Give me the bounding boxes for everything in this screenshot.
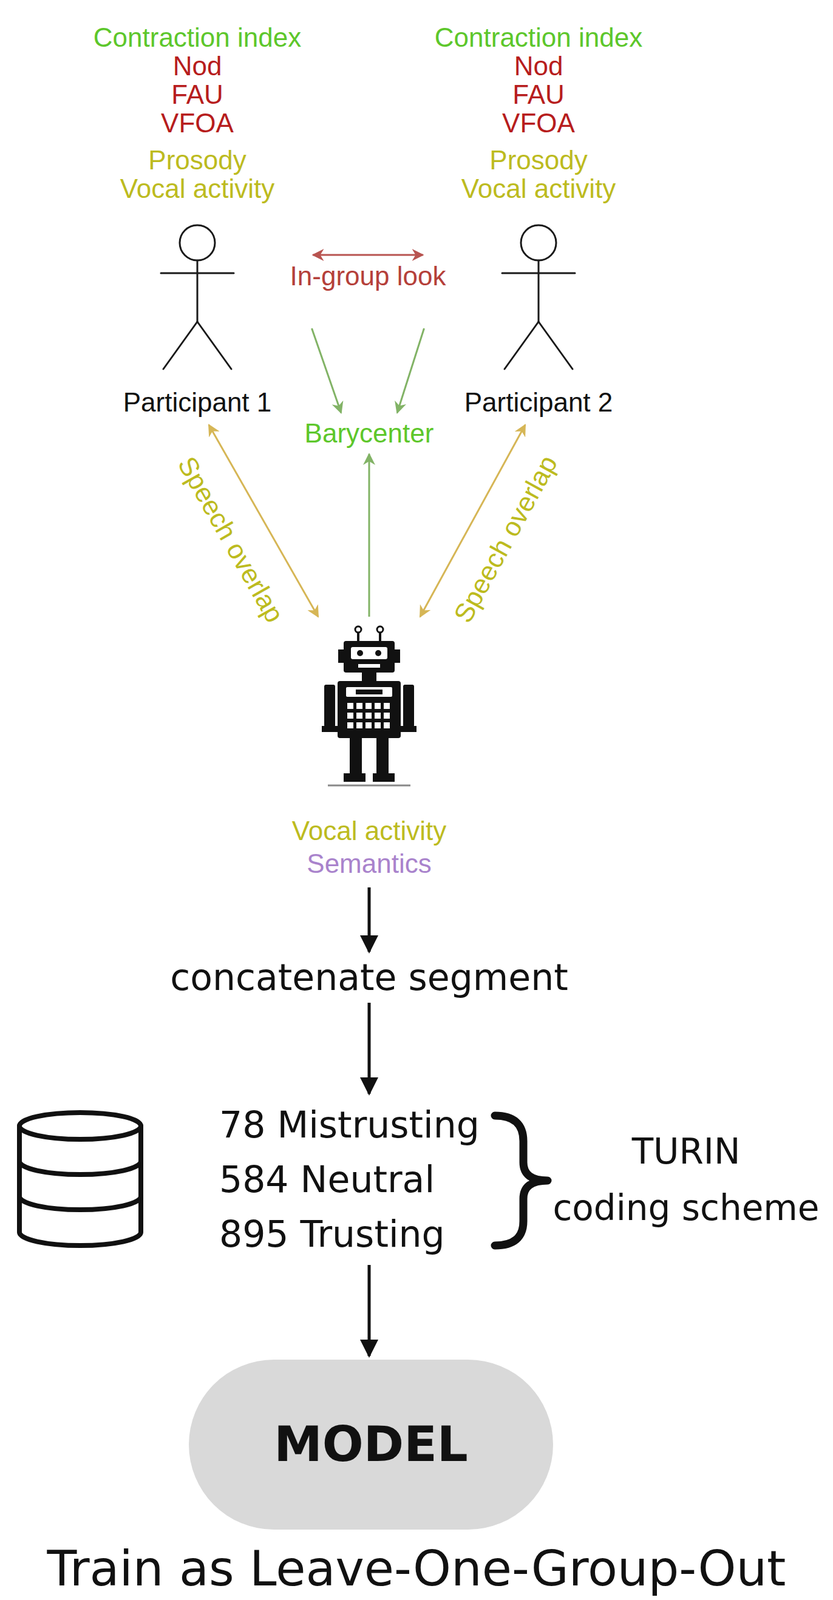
participant-name: Participant 1 bbox=[92, 387, 303, 417]
robot-arm bbox=[403, 684, 415, 728]
stick-figure-body bbox=[537, 260, 540, 322]
stick-figure-leg bbox=[197, 321, 232, 370]
robot-body bbox=[337, 681, 401, 739]
connector-arrow bbox=[367, 1003, 371, 1095]
stick-figure-leg bbox=[163, 321, 198, 370]
robot-arm bbox=[324, 684, 336, 728]
class-count: 78 Mistrusting bbox=[219, 1097, 481, 1153]
class-count: 584 Neutral bbox=[219, 1152, 481, 1207]
connector-arrow bbox=[397, 328, 424, 413]
class-count: 895 Trusting bbox=[219, 1207, 481, 1262]
edge-label: In-group look bbox=[290, 261, 447, 293]
robot-ear bbox=[338, 649, 345, 663]
stick-figure-body bbox=[196, 260, 199, 322]
stick-figure-arms bbox=[502, 272, 575, 275]
robot-screen bbox=[346, 687, 393, 697]
stick-figure-arms bbox=[160, 272, 234, 275]
footer-caption: Train as Leave-One-Group-Out bbox=[47, 1542, 787, 1597]
participant-name: Participant 2 bbox=[434, 387, 644, 417]
robot-button bbox=[365, 703, 372, 710]
robot-screen-bar bbox=[355, 689, 383, 695]
robot-button bbox=[356, 712, 363, 719]
robot-foot bbox=[372, 773, 395, 782]
database-body bbox=[19, 1126, 141, 1246]
scheme-label: TURIN bbox=[632, 1132, 741, 1172]
robot-neck bbox=[361, 672, 377, 682]
robot-button bbox=[383, 703, 390, 710]
participant-node: Contraction indexNodFAUVFOA ProsodyVocal … bbox=[88, 23, 308, 417]
robot-eye bbox=[375, 650, 382, 657]
process-step: concatenate segment bbox=[164, 955, 574, 1000]
robot-visor bbox=[350, 647, 388, 660]
robot-button bbox=[356, 722, 363, 729]
robot-button bbox=[347, 722, 354, 729]
feature-label: Prosody bbox=[92, 145, 303, 175]
connector-arrow bbox=[367, 1265, 371, 1357]
feature-label: Vocal activity bbox=[291, 814, 448, 848]
database-top bbox=[19, 1112, 141, 1140]
robot-button bbox=[374, 712, 381, 719]
stick-figure-head bbox=[179, 225, 215, 261]
robot-button bbox=[356, 703, 363, 710]
edge-label: Speech overlap bbox=[171, 451, 290, 628]
barycenter-label: Barycenter bbox=[304, 418, 435, 449]
robot-button bbox=[383, 722, 390, 729]
connector-arrow bbox=[313, 254, 424, 257]
barycenter-node: Barycenter bbox=[299, 418, 440, 449]
step-label: concatenate segment bbox=[169, 955, 569, 1000]
robot-eye bbox=[357, 650, 364, 657]
feature-label: VFOA bbox=[434, 108, 644, 138]
robot-node: Vocal activitySemantics bbox=[286, 625, 453, 881]
feature-label: FAU bbox=[434, 80, 644, 109]
robot-button bbox=[365, 712, 372, 719]
connector-arrow bbox=[367, 887, 371, 952]
robot-ear bbox=[394, 649, 401, 663]
robot-leg bbox=[349, 738, 362, 774]
feature-label: Nod bbox=[434, 51, 644, 81]
feature-label: Prosody bbox=[434, 145, 644, 175]
stick-figure-leg bbox=[504, 321, 539, 370]
database-band bbox=[19, 1161, 141, 1175]
robot-hand bbox=[321, 726, 338, 733]
connector-arrow bbox=[312, 328, 342, 413]
robot-foot bbox=[343, 773, 366, 782]
robot-button bbox=[374, 722, 381, 729]
feature-label: VFOA bbox=[92, 108, 303, 138]
connector-arrow bbox=[368, 454, 371, 617]
feature-label: Vocal activity bbox=[92, 174, 303, 203]
feature-label: Contraction index bbox=[92, 23, 303, 52]
robot-mouth bbox=[358, 664, 381, 668]
participant-node: Contraction indexNodFAUVFOA ProsodyVocal … bbox=[429, 23, 649, 417]
model-pill: MODEL bbox=[188, 1360, 554, 1530]
feature-label: Contraction index bbox=[434, 23, 644, 52]
robot-hand bbox=[400, 726, 417, 733]
feature-label: Vocal activity bbox=[434, 174, 644, 203]
curly-brace bbox=[494, 1115, 548, 1246]
robot-ground bbox=[327, 785, 411, 787]
robot-antenna-tip bbox=[377, 626, 384, 633]
database-band bbox=[19, 1196, 141, 1211]
robot-button bbox=[374, 703, 381, 710]
robot-button bbox=[365, 722, 372, 729]
robot-antenna-tip bbox=[355, 626, 362, 633]
model-label: MODEL bbox=[273, 1415, 469, 1475]
feature-label: Nod bbox=[92, 51, 303, 81]
robot-button bbox=[347, 703, 354, 710]
stick-figure-leg bbox=[538, 321, 573, 370]
robot-head bbox=[343, 641, 395, 673]
stick-figure-head bbox=[520, 225, 557, 261]
feature-label: FAU bbox=[92, 80, 303, 109]
feature-label: Semantics bbox=[291, 847, 448, 881]
robot-leg bbox=[376, 738, 389, 774]
robot-button bbox=[347, 712, 354, 719]
robot-button bbox=[383, 712, 390, 719]
scheme-label: coding scheme bbox=[552, 1189, 820, 1229]
edge-label: Speech overlap bbox=[447, 450, 564, 628]
dataset-list: 78 Mistrusting584 Neutral895 Trusting bbox=[214, 1097, 486, 1262]
